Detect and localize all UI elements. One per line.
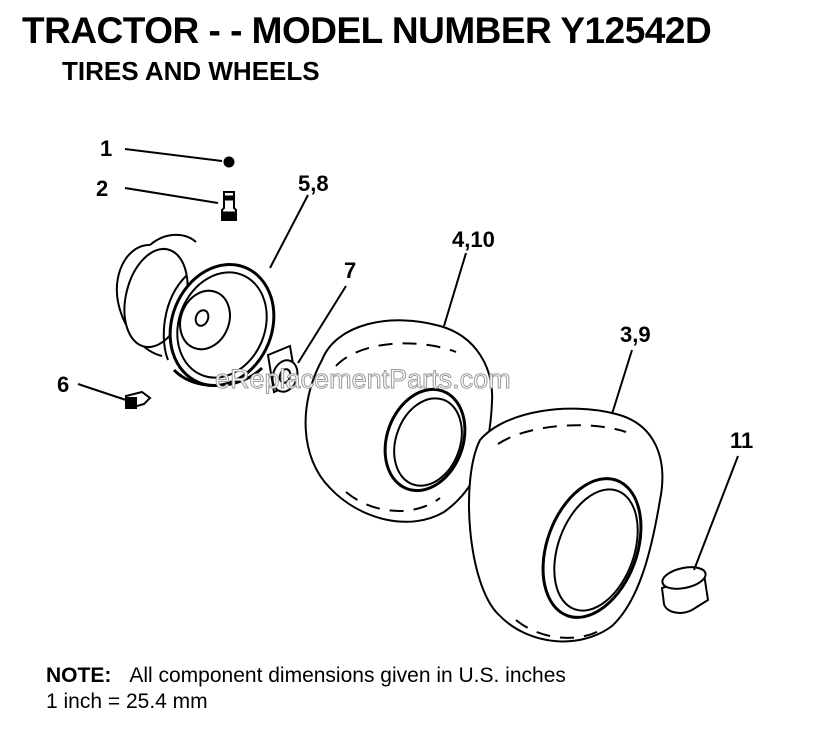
hub-cap-part [660, 455, 739, 614]
front-tire-part [304, 252, 494, 523]
callout-4-10: 4,10 [452, 227, 495, 252]
callout-1: 1 [100, 136, 112, 161]
callout-2: 2 [96, 176, 108, 201]
callout-5-8: 5,8 [298, 171, 329, 196]
section-subtitle: TIRES AND WHEELS [62, 56, 320, 86]
callout-7: 7 [344, 258, 356, 283]
wheel-rim-part [115, 194, 309, 387]
page-title: TRACTOR - - MODEL NUMBER Y12542D [22, 10, 712, 51]
bushing-part [266, 285, 347, 394]
dimension-note: NOTE: All component dimensions given in U… [46, 664, 566, 688]
note-label: NOTE: [46, 664, 112, 687]
watermark-text: eReplacementParts.com [215, 364, 511, 394]
bolt-part [77, 383, 152, 410]
callout-3-9: 3,9 [620, 322, 651, 347]
unit-conversion: 1 inch = 25.4 mm [46, 690, 208, 713]
callout-11: 11 [730, 428, 753, 453]
callout-6: 6 [57, 372, 69, 397]
valve-cap-part [124, 148, 235, 168]
valve-stem-part [124, 187, 237, 221]
rear-tire-part [468, 349, 664, 643]
note-text: All component dimensions given in U.S. i… [129, 664, 566, 687]
